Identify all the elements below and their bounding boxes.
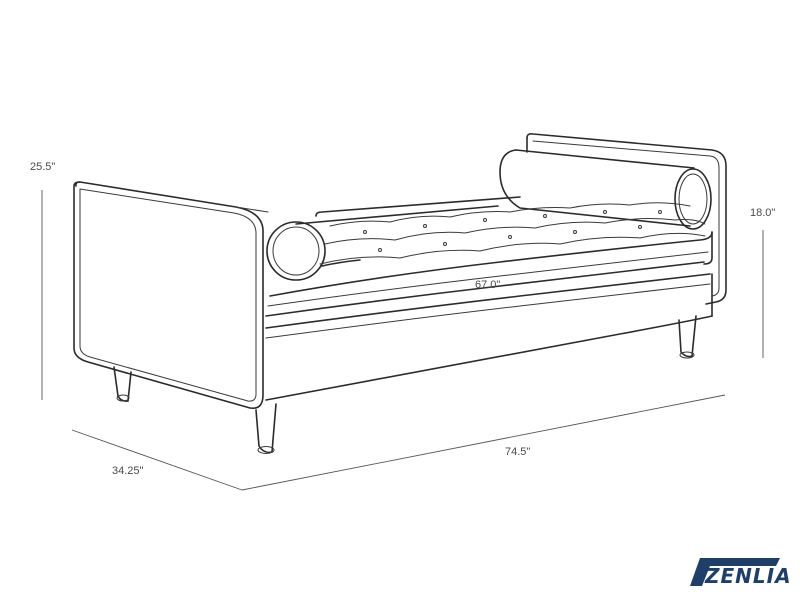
depth-label: 34.25" — [112, 465, 144, 477]
depth-dimension-line — [71, 429, 243, 491]
seat-width-label: 67.0" — [475, 279, 500, 291]
width-dimension-line — [241, 394, 726, 491]
brand-name: ZENLIA — [704, 564, 792, 588]
zenlia-logo: ZENLIA — [690, 558, 792, 588]
seat-height-label: 18.0" — [750, 207, 775, 219]
legs — [113, 315, 697, 454]
seat-cushion — [265, 196, 713, 401]
left-arm — [73, 181, 269, 410]
left-bolster — [266, 205, 499, 281]
height-total-label: 25.5" — [30, 161, 55, 173]
dimension-lines — [41, 190, 764, 491]
right-arm — [526, 133, 727, 305]
overall-width-label: 74.5" — [505, 446, 530, 458]
right-bolster — [499, 149, 712, 230]
